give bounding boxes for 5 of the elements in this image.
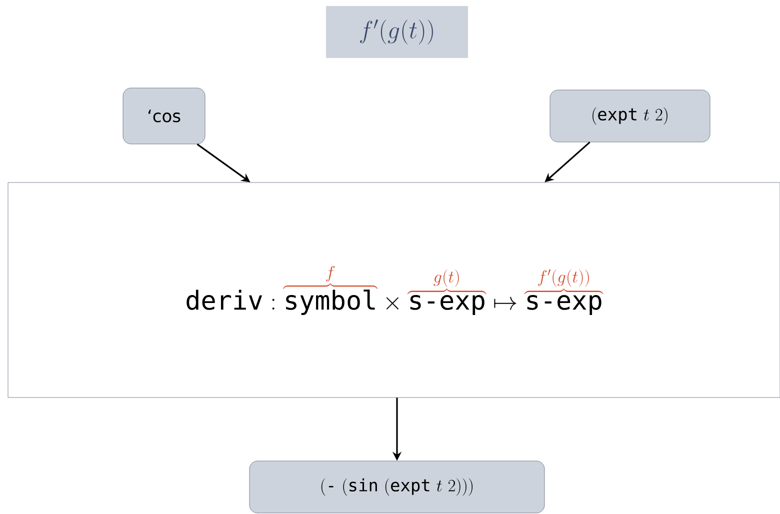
input-box: ‘cos (122, 88, 206, 144)
input-box: $(\texttt{expt}\ t\ 2)$ (550, 90, 710, 142)
signature-box: $\texttt{deriv} : \textcolor[HTML]{D04A2A}{\overbrace{\textcolor{black}{\texttt{symbol}}}^{f}} \times \textcolor[HTML]{D04A2A}{\overbrace{\textcolor{black}{\texttt{s-exp}}}^{g(t)}} \mapsto \textcolor[HTML]{D04A2A}{\overbrace{\textcolor{black}{\texttt{s-exp}}}^{f'(g(t))}}$ (8, 182, 780, 398)
title-box: $f'(g(t))$ (326, 6, 468, 58)
output-box: $(\texttt{-}\ (\texttt{sin}\ (\texttt{expt}\ t\ 2)))$ (249, 460, 545, 514)
